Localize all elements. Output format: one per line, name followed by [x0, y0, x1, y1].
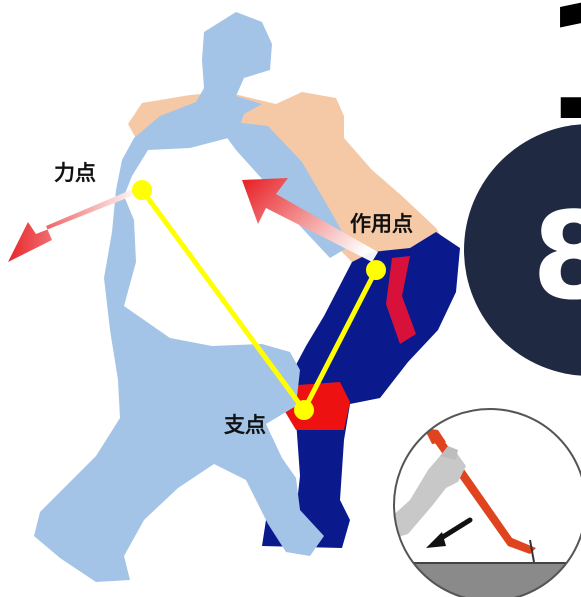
force-arrow-icon: [8, 186, 140, 262]
action-point-label: 作用点: [350, 212, 413, 236]
force-point-marker: [132, 180, 152, 200]
crowbar-lever-icon: [393, 408, 581, 597]
number-badge: [464, 124, 581, 376]
action-point-marker: [366, 260, 386, 280]
lever-lines: [139, 187, 379, 413]
fulcrum-marker: [294, 400, 314, 420]
badge-number: 8: [532, 188, 581, 327]
force-arrow-icon: [242, 178, 378, 262]
force-point-label: 力点: [54, 161, 96, 185]
fulcrum-label: 支点: [224, 413, 266, 437]
